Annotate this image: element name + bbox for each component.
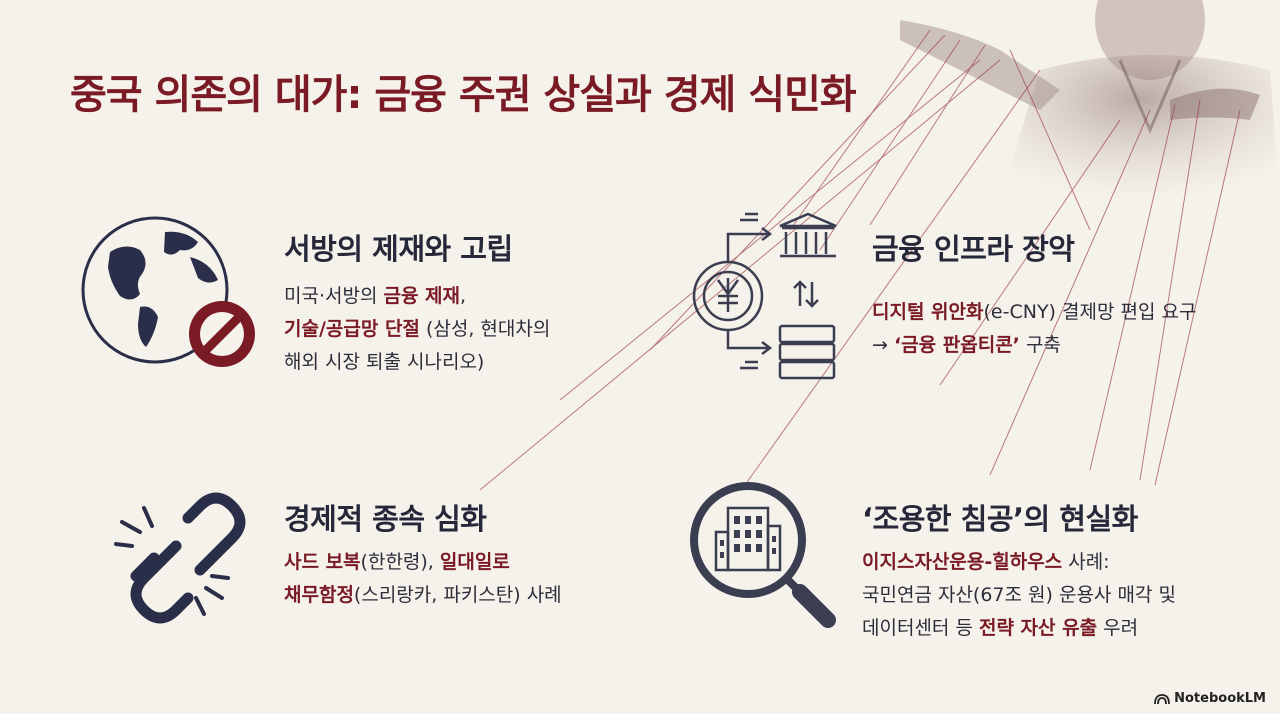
notebooklm-brand: NotebookLM [1154,691,1266,706]
page-title: 중국 의존의 대가: 금융 주권 상실과 경제 식민화 [70,72,857,118]
body-text: (e-CNY) 결제망 편입 요구 [983,301,1197,323]
section-heading-finance-infra: 금융 인프라 장악 [872,232,1075,266]
brand-label: NotebookLM [1174,691,1266,706]
highlight-text: 이지스자산운용-힐하우스 [862,551,1063,573]
highlight-text: 디지털 위안화 [872,301,984,323]
body-text: (스리랑카, 파키스탄) 사례 [353,584,562,606]
body-text: , [460,285,467,307]
notebooklm-logo-icon [1154,693,1171,704]
highlight-text: 전략 자산 유출 [978,617,1098,639]
body-text: 데이터센터 등 [862,617,979,639]
yuan-bank-server-icon [692,212,837,380]
body-text: 국민연금 자산(67조 원) 운용사 매각 및 [862,584,1176,606]
section-heading-dependency: 경제적 종속 심화 [284,502,487,536]
body-text: (삼성, 현대차의 [419,318,551,340]
highlight-text: 금융 제재 [383,285,461,307]
section-heading-silent-invasion: ‘조용한 침공’의 현실화 [862,502,1138,536]
highlight-text: ‘금융 판옵티콘’ [893,334,1020,356]
body-text: → [872,334,894,356]
section-heading-sanctions: 서방의 제재와 고립 [284,232,513,266]
highlight-text: 기술/공급망 단절 [284,318,420,340]
body-text: 사례: [1062,551,1110,573]
highlight-text: 일대일로 [439,551,510,573]
magnifier-building-icon [690,482,836,628]
puppeteer-figure [900,0,1280,200]
body-text: 해외 시장 퇴출 시나리오) [284,351,485,373]
globe-prohibited-icon [81,216,255,367]
highlight-text: 사드 보복 [284,551,361,573]
section-body-finance-infra: 디지털 위안화(e-CNY) 결제망 편입 요구 → ‘금융 판옵티콘’ 구축 [872,296,1196,362]
highlight-text: 채무함정 [284,584,354,606]
broken-chain-icon [114,492,246,624]
body-text: 구축 [1019,334,1061,356]
body-text: 우려 [1097,617,1139,639]
body-text: (한한령), [360,551,440,573]
body-text: 미국·서방의 [284,285,384,307]
